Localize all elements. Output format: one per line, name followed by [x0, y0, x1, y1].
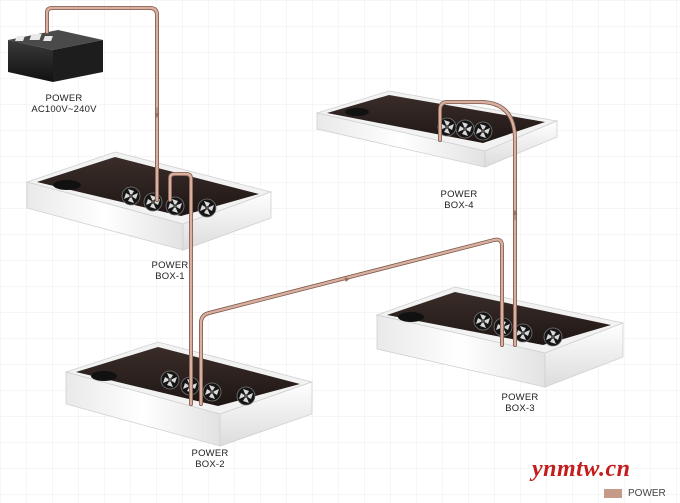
- box-4-label: POWER BOX-4: [429, 189, 489, 211]
- fan-icon: [160, 370, 180, 390]
- fan-icon: [236, 386, 256, 406]
- legend-swatch: [604, 489, 622, 498]
- box-1-label-line1: POWER: [151, 260, 189, 271]
- power-wires: [45, 6, 518, 406]
- power-source-label: POWER AC100V~240V: [14, 93, 114, 115]
- power-source-adapter: [8, 30, 103, 82]
- box-2-label: POWER BOX-2: [180, 448, 240, 470]
- fan-icon: [455, 119, 475, 139]
- power-source-label-line2: AC100V~240V: [31, 104, 97, 115]
- box-4-label-line1: POWER: [440, 189, 478, 200]
- legend: POWER: [604, 488, 666, 499]
- fan-icon: [543, 327, 563, 347]
- power-source-label-line1: POWER: [45, 93, 83, 104]
- box-1-label-line2: BOX-1: [155, 271, 185, 282]
- watermark: ynmtw.cn: [532, 456, 631, 482]
- fan-icon: [473, 311, 493, 331]
- box-2-label-line1: POWER: [191, 448, 229, 459]
- box-2-label-line2: BOX-2: [195, 459, 225, 470]
- box-3-label-line1: POWER: [501, 392, 539, 403]
- box-3-label-line2: BOX-3: [505, 403, 535, 414]
- power-box-1: [25, 151, 273, 251]
- fan-icon: [121, 186, 141, 206]
- fan-icon: [143, 192, 163, 212]
- fan-icon: [473, 121, 493, 141]
- box-3-label: POWER BOX-3: [490, 392, 550, 414]
- box-1-label: POWER BOX-1: [140, 260, 200, 282]
- fan-icon: [197, 198, 217, 218]
- legend-label: POWER: [628, 488, 666, 499]
- power-box-4: [315, 90, 559, 168]
- fan-icon: [202, 382, 222, 402]
- box-4-label-line2: BOX-4: [444, 200, 474, 211]
